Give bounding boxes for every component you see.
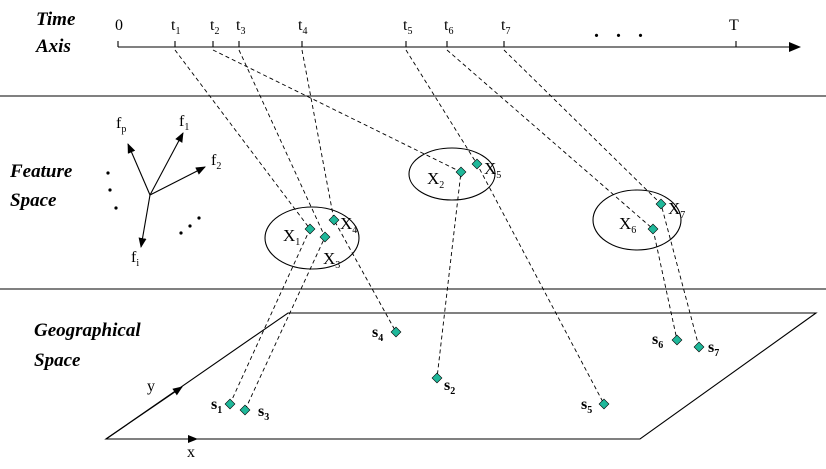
link-t5 [405, 49, 605, 405]
link-t6 [446, 49, 678, 341]
feature-clusters: X1 X3 X4 X2 X5 X6 X7 [264, 147, 685, 271]
section-feature-line1: Feature [9, 161, 73, 182]
point-X1 [304, 223, 316, 235]
axis-dot [188, 224, 192, 228]
label-f2: f2 [211, 152, 221, 172]
point-s3 [239, 404, 251, 416]
axis-fi [138, 194, 151, 248]
link-t4 [301, 49, 397, 333]
label-fi: fi [131, 249, 139, 269]
point-X2 [455, 166, 467, 178]
label-X7: X7 [668, 199, 685, 221]
label-s5: s5 [581, 396, 592, 416]
time-axis: 0 t1 t2 t3 t4 t5 t6 t7 . . . T [115, 17, 801, 52]
feature-axes: fp f1 f2 fi [106, 113, 221, 269]
tick-label-t5: t5 [403, 17, 412, 37]
point-X5 [471, 158, 483, 170]
geographical-plane: y x s1 s3 s4 s2 s5 s6 s7 [104, 312, 818, 461]
point-X3 [319, 231, 331, 243]
cluster-X2-X5 [408, 147, 496, 201]
point-X4 [328, 214, 340, 226]
point-X7 [655, 198, 667, 210]
geo-plane [104, 312, 818, 440]
tick-label-t7: t7 [501, 17, 510, 37]
axis-dot [197, 216, 201, 220]
axis-f1 [149, 132, 184, 196]
label-s6: s6 [652, 331, 663, 351]
point-s2 [431, 372, 443, 384]
link-t2 [212, 49, 462, 379]
axis-dot [106, 171, 110, 175]
section-time-line2: Axis [35, 36, 71, 57]
axis-fp [127, 143, 151, 196]
label-X2: X2 [427, 169, 444, 191]
label-X5: X5 [484, 159, 501, 181]
point-X6 [647, 223, 659, 235]
label-X4: X4 [340, 214, 357, 236]
point-s6 [671, 334, 683, 346]
axis-dot [108, 188, 112, 192]
tick-label-0: 0 [115, 17, 123, 34]
label-X3: X3 [323, 249, 340, 271]
geo-axis-y [105, 386, 183, 440]
section-geo-line2: Space [34, 350, 81, 371]
label-s3: s3 [258, 403, 269, 423]
label-fp: fp [116, 115, 126, 135]
label-s2: s2 [444, 377, 455, 397]
tick-label-t3: t3 [236, 17, 245, 37]
point-s1 [224, 398, 236, 410]
label-f1: f1 [179, 113, 189, 133]
tick-label-T: T [729, 17, 739, 34]
section-time-line1: Time [36, 9, 76, 30]
label-X1: X1 [283, 226, 300, 248]
point-s5 [598, 398, 610, 410]
axis-dot [114, 206, 118, 210]
label-geo-y: y [147, 378, 155, 395]
label-geo-x: x [187, 444, 195, 461]
tick-label-t6: t6 [444, 17, 453, 37]
axis-dot [179, 231, 183, 235]
cluster-X6-X7 [592, 189, 682, 251]
label-X6: X6 [619, 214, 636, 236]
label-s7: s7 [708, 339, 719, 359]
point-s7 [693, 341, 705, 353]
point-s4 [390, 326, 402, 338]
tick-label-t2: t2 [210, 17, 219, 37]
axis-f2 [149, 166, 206, 196]
label-s1: s1 [211, 396, 222, 416]
tick-label-t4: t4 [298, 17, 307, 37]
cluster-X1-X3-X4 [264, 206, 360, 270]
label-s4: s4 [372, 324, 383, 344]
tick-label-t1: t1 [171, 17, 180, 37]
section-geo-line1: Geographical [34, 320, 141, 341]
section-feature-line2: Space [10, 190, 57, 211]
tick-label-ellipsis: . . . [594, 20, 649, 42]
